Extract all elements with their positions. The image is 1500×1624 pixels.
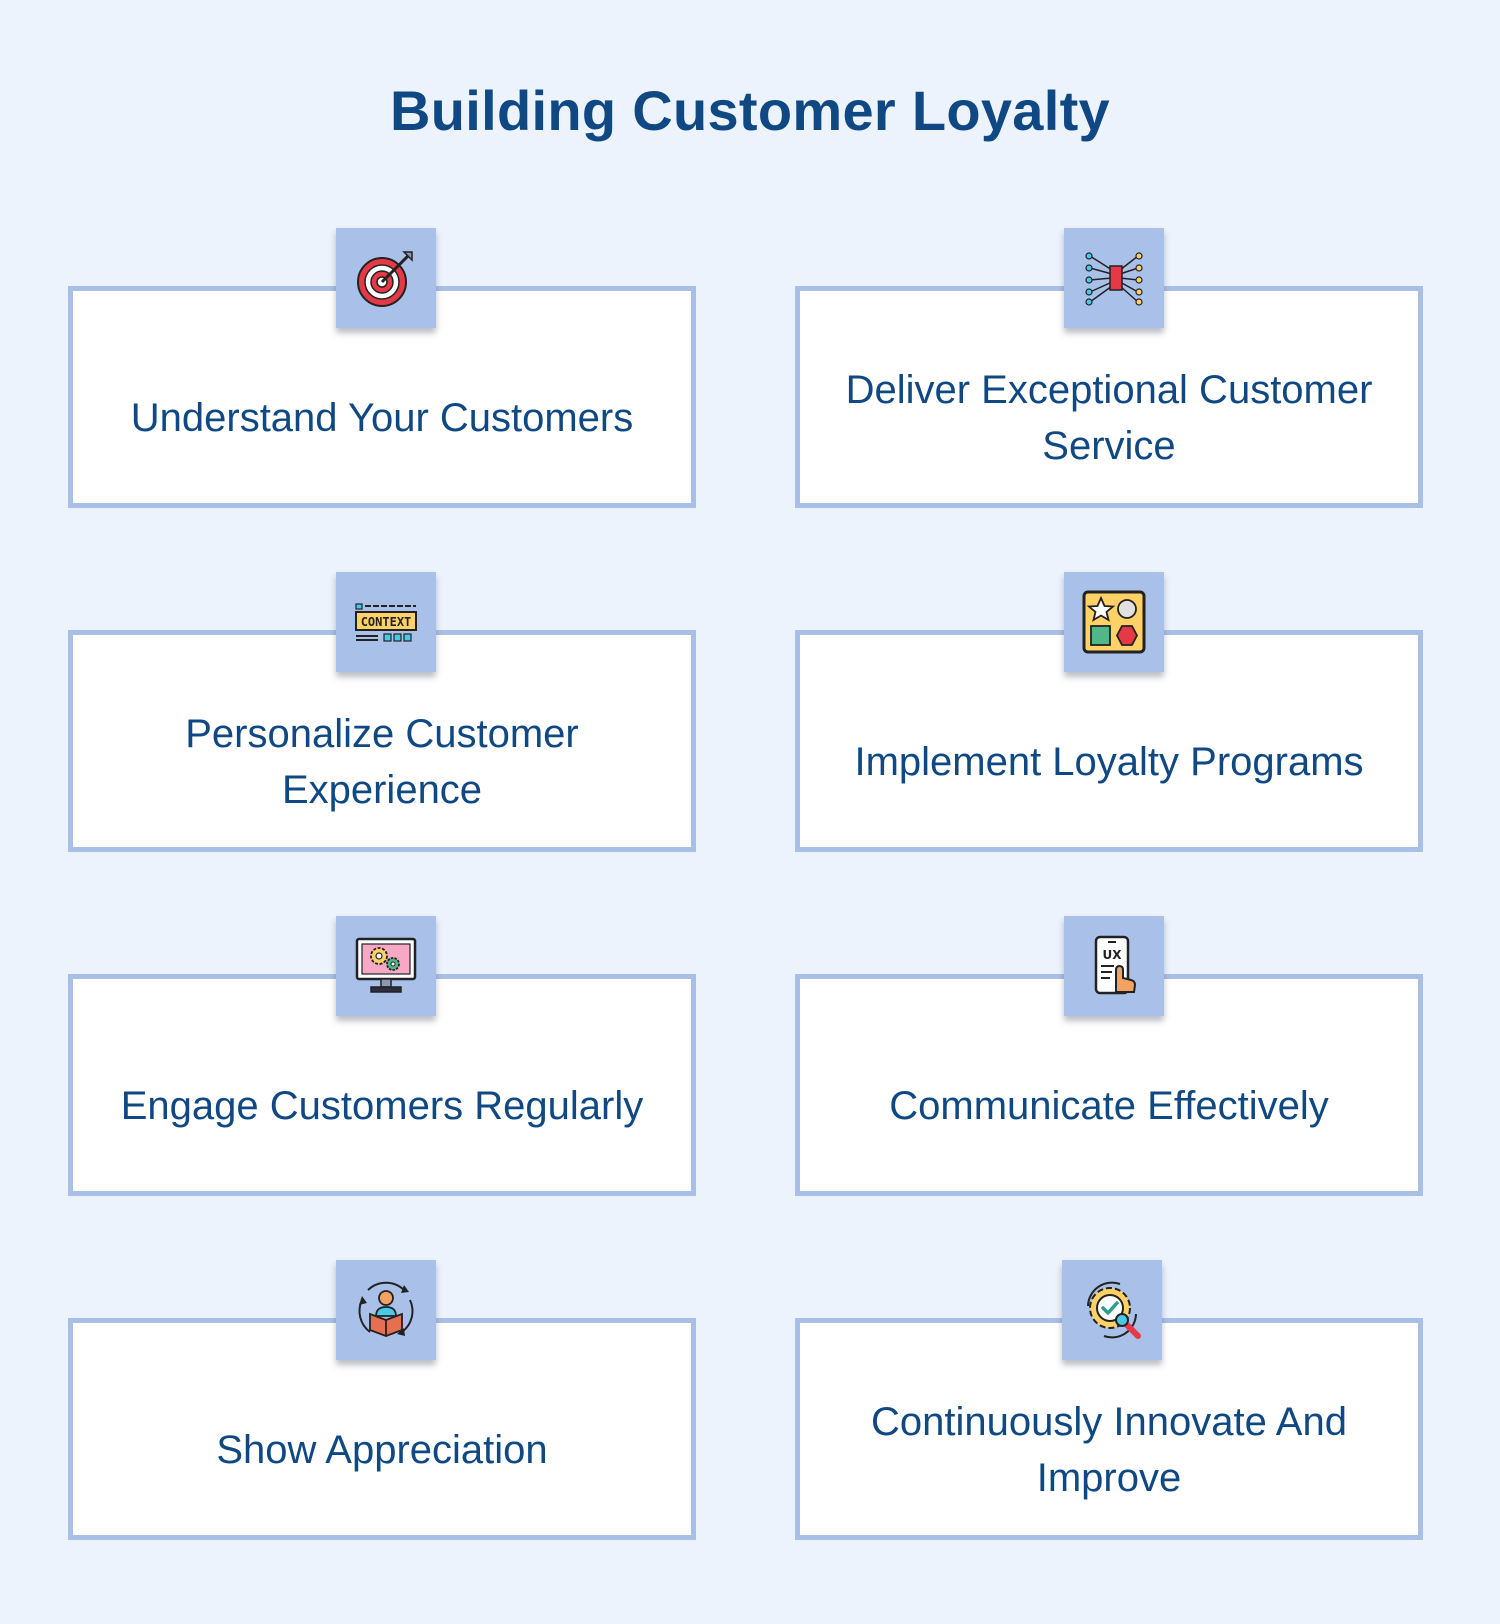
card-label: Implement Loyalty Programs [854,740,1364,784]
gear-check-icon [1062,1260,1162,1360]
ux-phone-icon: UX [1064,916,1164,1016]
monitor-gears-icon [336,916,436,1016]
card-label: Understand Your Customers [130,396,634,440]
card-label: Deliver Exceptional Customer Service [845,368,1373,468]
card-label: Personalize Customer Experience [185,712,579,812]
card-label: Engage Customers Regularly [120,1084,644,1128]
page-title: Building Customer Loyalty [390,79,1110,142]
ux-icon-text: UX [1103,948,1123,962]
context-icon-text: CONTEXT [361,615,412,629]
person-cycle-icon [336,1260,436,1360]
card-loyalty-programs: Implement Loyalty Programs [795,630,1423,852]
card-label: Show Appreciation [216,1428,548,1472]
card-show-appreciation: Show Appreciation [68,1318,696,1540]
card-label: Continuously Innovate And Improve [871,1400,1347,1500]
context-icon: CONTEXT [336,572,436,672]
shapes-board-icon [1064,572,1164,672]
network-icon [1064,228,1164,328]
target-icon [336,228,436,328]
card-label: Communicate Effectively [889,1084,1329,1128]
